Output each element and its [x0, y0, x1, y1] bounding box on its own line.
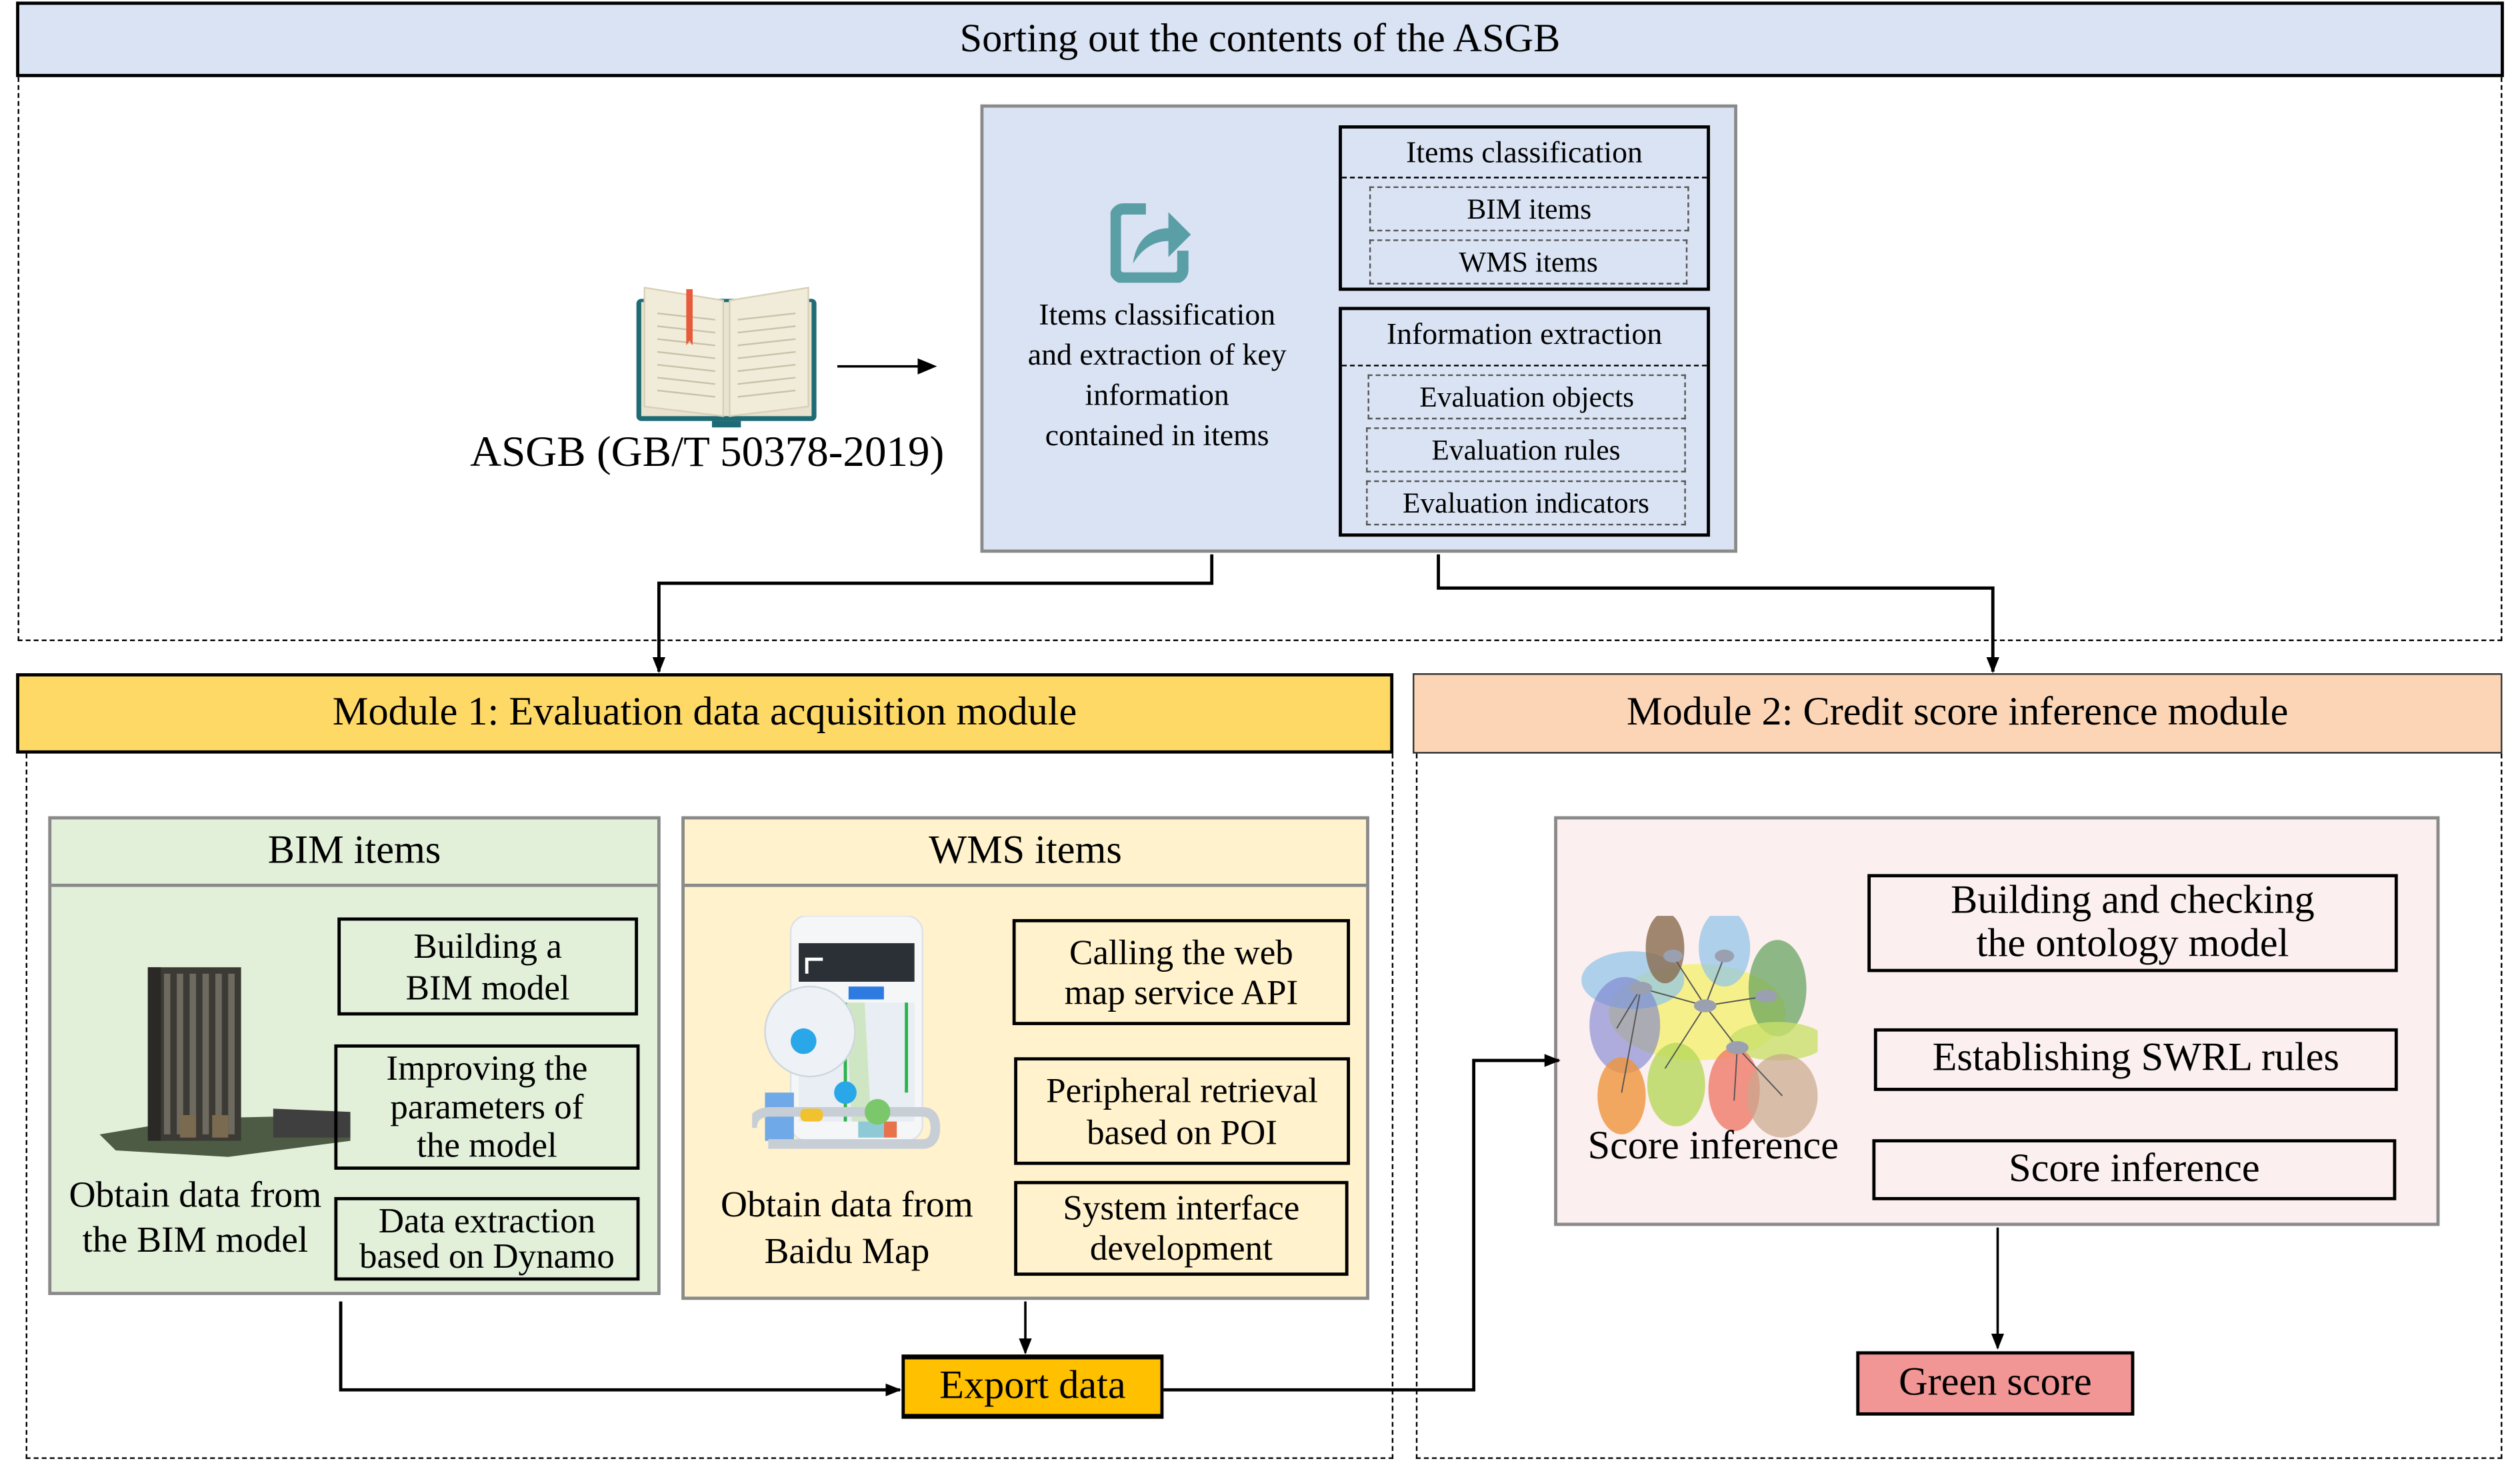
description-line: contained in items	[1045, 419, 1269, 453]
baidu-map-phone-image	[747, 914, 941, 1157]
wms-step-1: Calling the web map service API	[1012, 918, 1350, 1026]
classification-item: WMS items	[1369, 239, 1688, 285]
wms-step-3: System interface development	[1014, 1180, 1349, 1276]
panel-description: Items classification and extraction of k…	[997, 296, 1318, 457]
step-line: development	[1089, 1226, 1273, 1267]
extraction-item: Evaluation rules	[1366, 427, 1686, 473]
step-line: the ontology model	[1976, 921, 2289, 965]
step-line: the model	[417, 1124, 557, 1165]
ontology-graph-image	[1577, 909, 1826, 1140]
divider	[1341, 177, 1707, 179]
wms-caption: Obtain data from Baidu Map	[697, 1181, 996, 1274]
caption-line: Obtain data from	[69, 1174, 322, 1215]
share-icon	[1109, 203, 1194, 284]
connector-export-to-module2	[1163, 1054, 1561, 1392]
caption-line: Obtain data from	[721, 1184, 973, 1224]
step-line: Building and checking	[1951, 879, 2315, 923]
step-line: based on POI	[1087, 1110, 1277, 1152]
module1-title: Module 1: Evaluation data acquisition mo…	[332, 691, 1077, 734]
module2-title: Module 2: Credit score inference module	[1627, 691, 2289, 734]
module1-frame	[25, 753, 1394, 1459]
step-line: based on Dynamo	[359, 1235, 615, 1276]
green-score-box: Green score	[1856, 1351, 2135, 1416]
wms-step-2: Peripheral retrieval based on POI	[1014, 1057, 1350, 1165]
description-line: Items classification	[1039, 299, 1276, 333]
connector-bim-to-export	[339, 1301, 902, 1396]
extraction-item: Evaluation objects	[1367, 374, 1686, 420]
bim-step-3: Data extraction based on Dynamo	[334, 1196, 640, 1281]
step-line: System interface	[1063, 1188, 1300, 1228]
step-line: parameters of	[390, 1086, 584, 1126]
top-section-frame	[17, 77, 2503, 641]
score-inference-caption: Score inference	[1587, 1124, 1839, 1168]
bim-caption: Obtain data from the BIM model	[55, 1173, 336, 1263]
step-line: Establishing SWRL rules	[1932, 1036, 2340, 1080]
items-extraction-panel	[980, 104, 1737, 553]
step-line: Building a	[413, 926, 562, 966]
items-classification-box: Items classification BIM items WMS items	[1339, 125, 1710, 291]
book-icon	[631, 278, 821, 431]
caption-line: Baidu Map	[764, 1230, 930, 1271]
step-line: Score inference	[2009, 1146, 2260, 1190]
book-arrow	[837, 355, 937, 375]
caption-line: the BIM model	[82, 1219, 309, 1260]
building-model-image	[99, 961, 357, 1162]
module2-frame	[1415, 753, 2503, 1459]
module2-step-1: Building and checking the ontology model	[1867, 874, 2398, 972]
divider	[51, 883, 657, 887]
bim-items-header: BIM items	[267, 828, 441, 873]
bim-step-2: Improving the parameters of the model	[334, 1044, 640, 1170]
classification-item: BIM items	[1369, 186, 1689, 232]
bim-step-1: Building a BIM model	[337, 917, 639, 1016]
wms-items-header: WMS items	[929, 828, 1122, 873]
step-line: Improving the	[386, 1047, 588, 1088]
connector-panel-to-module2	[1437, 554, 1999, 674]
module2-step-3: Score inference	[1872, 1139, 2397, 1200]
divider	[1341, 365, 1707, 367]
extraction-item: Evaluation indicators	[1366, 480, 1686, 526]
step-line: map service API	[1064, 972, 1299, 1012]
information-extraction-box: Information extraction Evaluation object…	[1339, 307, 1710, 537]
items-classification-header: Items classification	[1406, 136, 1643, 171]
module2-step-2: Establishing SWRL rules	[1873, 1028, 2398, 1091]
step-line: Calling the web	[1069, 931, 1293, 972]
step-line: Peripheral retrieval	[1046, 1070, 1319, 1111]
divider	[684, 883, 1367, 887]
step-line: BIM model	[405, 966, 570, 1007]
step-line: Data extraction	[378, 1200, 596, 1241]
export-data-box: Export data	[901, 1354, 1164, 1419]
connector-panel-to-module1	[652, 554, 1214, 674]
top-banner-title: Sorting out the contents of the ASGB	[959, 17, 1561, 61]
top-banner: Sorting out the contents of the ASGB	[16, 1, 2504, 77]
information-extraction-header: Information extraction	[1386, 318, 1663, 352]
module2-banner: Module 2: Credit score inference module	[1413, 673, 2503, 754]
description-line: information	[1085, 379, 1229, 413]
standard-label: ASGB (GB/T 50378-2019)	[470, 427, 945, 475]
description-line: and extraction of key	[1027, 339, 1287, 373]
module1-banner: Module 1: Evaluation data acquisition mo…	[16, 673, 1394, 754]
